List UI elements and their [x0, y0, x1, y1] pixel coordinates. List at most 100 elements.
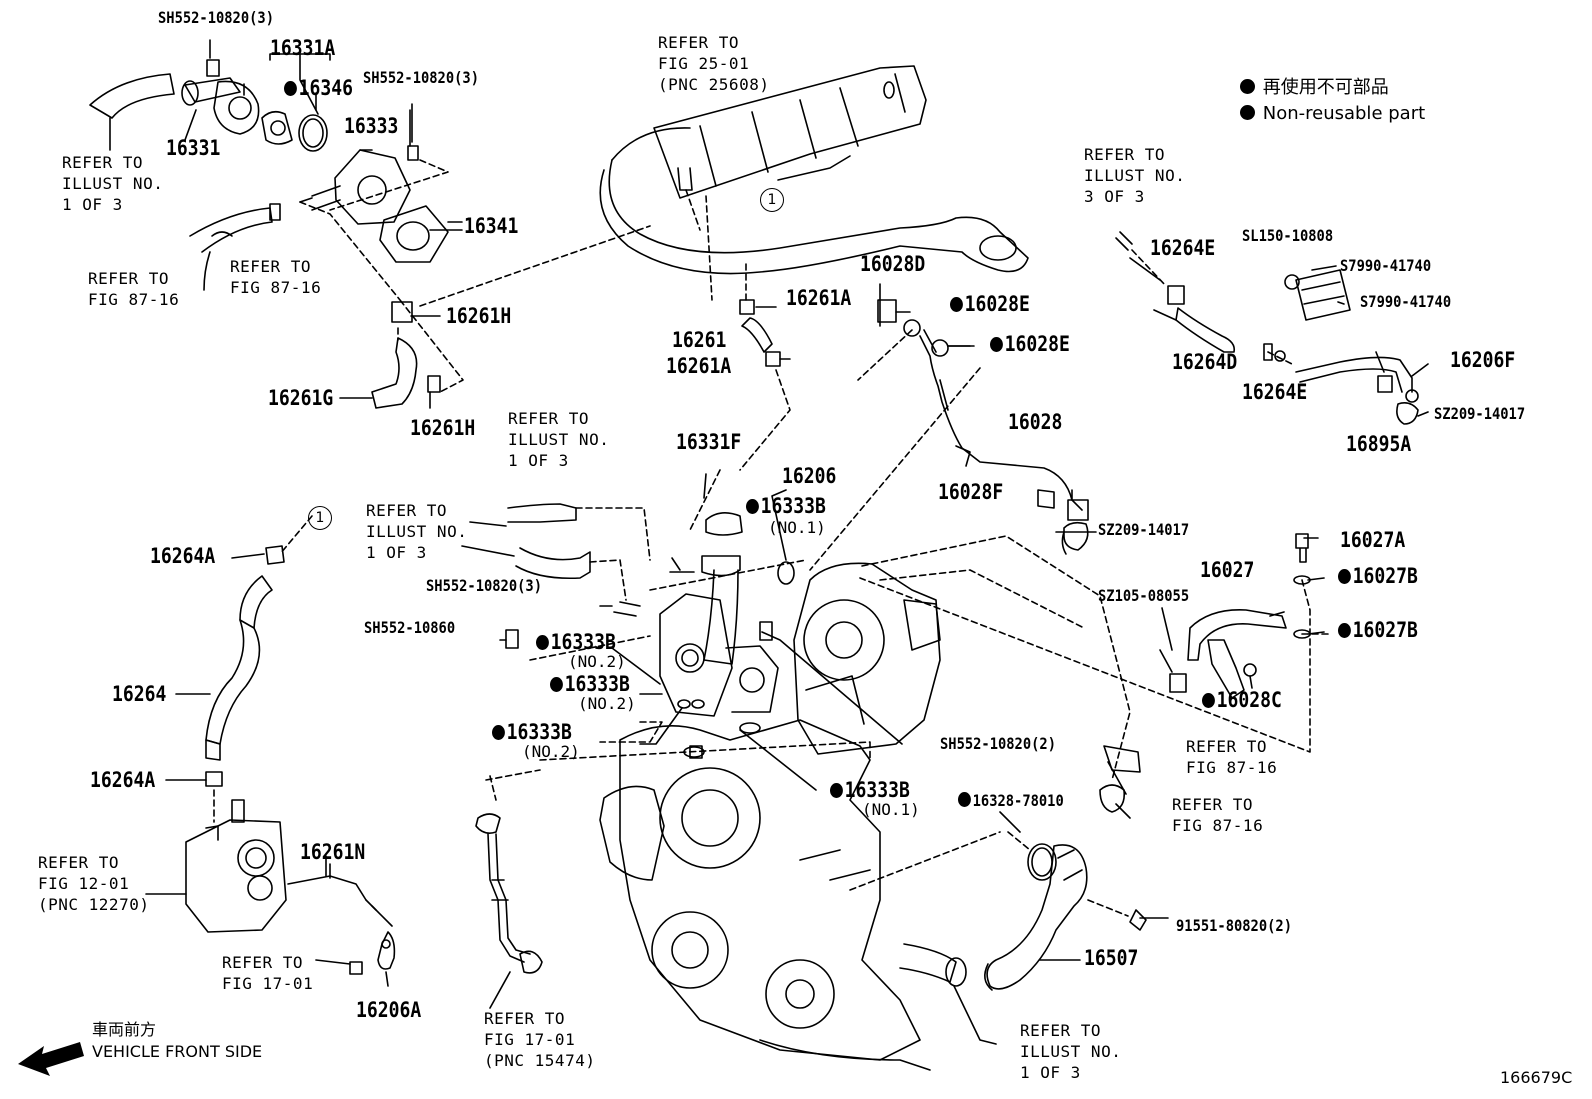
- label-16264E-bot: 16264E: [1242, 380, 1308, 404]
- label-16261N: 16261N: [300, 840, 366, 864]
- water-outlet-group: [849, 745, 1147, 991]
- label-16264D: 16264D: [1172, 350, 1238, 374]
- hose-16261-group: [739, 259, 791, 471]
- callout-circle-top: 1: [760, 188, 784, 212]
- label-16333B-no1-top: 16333B: [746, 496, 826, 517]
- ref-illust-center-2: REFER TO ILLUST NO. 1 OF 3: [366, 501, 468, 562]
- non-reusable-icon: [492, 725, 505, 740]
- label-16507: 16507: [1084, 946, 1139, 970]
- label-16333B-no2-b: 16333B: [550, 674, 630, 695]
- ref-fig-87-16-b: REFER TO FIG 87-16: [230, 257, 322, 297]
- label-16264: 16264: [112, 682, 167, 706]
- label-sh552-10820-3-top: SH552-10820(3): [158, 8, 274, 27]
- label-16261G: 16261G: [268, 386, 334, 410]
- label-16341: 16341: [464, 214, 519, 238]
- front-direction-arrow: [18, 1042, 84, 1076]
- label-16027B-2: 16027B: [1338, 620, 1418, 641]
- label-16261A-bot: 16261A: [666, 354, 732, 378]
- label-16264E-top: 16264E: [1150, 236, 1216, 260]
- label-16331A: 16331A: [270, 36, 336, 60]
- label-16027: 16027: [1200, 558, 1255, 582]
- label-sh552-10820-3-mid: SH552-10820(3): [363, 68, 479, 87]
- ref-illust-top-right: REFER TO ILLUST NO. 3 OF 3: [1084, 145, 1186, 206]
- label-no2-a: (NO.2): [568, 652, 626, 671]
- front-label-en: VEHICLE FRONT SIDE: [92, 1042, 263, 1061]
- label-16261H-top: 16261H: [446, 304, 512, 328]
- label-16028D: 16028D: [860, 252, 926, 276]
- label-sz209-14017-right: SZ209-14017: [1434, 404, 1526, 423]
- label-sz209-14017-mid: SZ209-14017: [1098, 520, 1190, 539]
- engine-block-group: [485, 535, 1131, 1071]
- label-sh552-10820-3-low: SH552-10820(3): [426, 576, 542, 595]
- label-16261: 16261: [672, 328, 727, 352]
- right-upper-group: [1115, 231, 1419, 425]
- pipe-16027-group: [859, 533, 1331, 753]
- label-16028: 16028: [1008, 410, 1063, 434]
- label-16028C: 16028C: [1202, 690, 1282, 711]
- label-16261A-top: 16261A: [786, 286, 852, 310]
- hose-16264-group: [185, 515, 396, 975]
- label-sh552-10860: SH552-10860: [364, 618, 456, 637]
- label-16333B-no1-bot: 16333B: [830, 780, 910, 801]
- bullet-icon: [1240, 105, 1255, 120]
- label-16333B-no2-a: 16333B: [536, 632, 616, 653]
- oil-pipe-group: [475, 813, 543, 974]
- label-16333: 16333: [344, 114, 399, 138]
- label-s7990-41740-1: S7990-41740: [1340, 256, 1432, 275]
- label-16331: 16331: [166, 136, 221, 160]
- ref-fig-25-01: REFER TO FIG 25-01 (PNC 25608): [658, 33, 770, 94]
- label-16028F: 16028F: [938, 480, 1004, 504]
- ref-fig-87-16-c: REFER TO FIG 87-16: [1186, 737, 1278, 777]
- label-sl150-10808: SL150-10808: [1242, 226, 1334, 245]
- ref-fig-87-16-a: REFER TO FIG 87-16: [88, 269, 180, 309]
- legend-en: Non-reusable part: [1240, 105, 1425, 123]
- thermostat-housing-group: [89, 39, 464, 409]
- ref-illust-center-1: REFER TO ILLUST NO. 1 OF 3: [508, 409, 610, 470]
- label-16346: 16346: [284, 78, 353, 99]
- front-label-jp: 車両前方: [92, 1020, 157, 1039]
- label-no2-c: (NO.2): [522, 742, 580, 761]
- non-reusable-icon: [1338, 623, 1351, 638]
- non-reusable-icon: [830, 783, 843, 798]
- label-16331F: 16331F: [676, 430, 742, 454]
- non-reusable-icon: [550, 677, 563, 692]
- label-no1-bot: (NO.1): [862, 800, 920, 819]
- bullet-icon: [1240, 79, 1255, 94]
- callout-circle-left: 1: [308, 506, 332, 530]
- non-reusable-icon: [284, 81, 297, 96]
- label-s7990-41740-2: S7990-41740: [1360, 292, 1452, 311]
- ref-fig-12-01: REFER TO FIG 12-01 (PNC 12270): [38, 853, 150, 914]
- label-16895A: 16895A: [1346, 432, 1412, 456]
- non-reusable-icon: [990, 337, 1003, 352]
- ref-fig-17-01-a: REFER TO FIG 17-01: [222, 953, 314, 993]
- ref-illust-top-left: REFER TO ILLUST NO. 1 OF 3: [62, 153, 164, 214]
- water-inlet-group: [505, 469, 807, 734]
- non-reusable-icon: [1338, 569, 1351, 584]
- ref-fig-87-16-d: REFER TO FIG 87-16: [1172, 795, 1264, 835]
- label-16261H-bot: 16261H: [410, 416, 476, 440]
- label-16328-78010: 16328-78010: [958, 792, 1064, 809]
- label-16206F: 16206F: [1450, 348, 1516, 372]
- pipe-16028-group: [809, 299, 1089, 571]
- label-16028E-1: 16028E: [950, 294, 1030, 315]
- label-no1-top: (NO.1): [768, 518, 826, 537]
- legend-jp: 再使用不可部品: [1240, 79, 1389, 97]
- non-reusable-icon: [958, 792, 971, 807]
- label-16206: 16206: [782, 464, 837, 488]
- label-16206A: 16206A: [356, 998, 422, 1022]
- label-16264A-top: 16264A: [150, 544, 216, 568]
- non-reusable-icon: [950, 297, 963, 312]
- label-16333B-no2-c: 16333B: [492, 722, 572, 743]
- egr-cooler-group: [419, 65, 1029, 307]
- non-reusable-icon: [536, 635, 549, 650]
- ref-fig-17-01-b: REFER TO FIG 17-01 (PNC 15474): [484, 1009, 596, 1070]
- non-reusable-icon: [746, 499, 759, 514]
- label-16028E-2: 16028E: [990, 334, 1070, 355]
- label-sh552-10820-2: SH552-10820(2): [940, 734, 1056, 753]
- diagram-id: 166679C: [1500, 1068, 1573, 1087]
- non-reusable-icon: [1202, 693, 1215, 708]
- label-16027B-1: 16027B: [1338, 566, 1418, 587]
- label-sz105-08055: SZ105-08055: [1098, 586, 1190, 605]
